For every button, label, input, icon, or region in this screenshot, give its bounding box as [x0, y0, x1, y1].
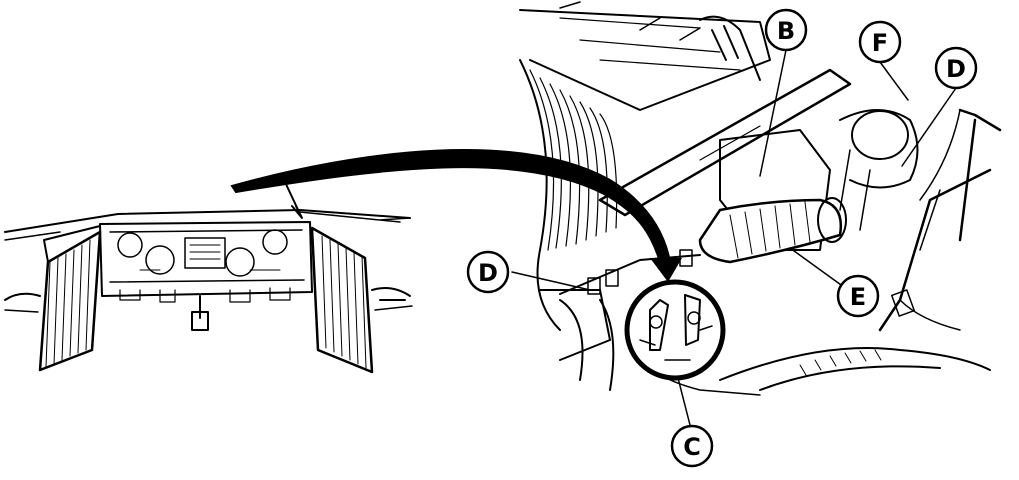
- callout-c-circle: [670, 424, 714, 468]
- callout-d-right-circle: [934, 46, 978, 90]
- callout-c-label: C: [683, 433, 701, 461]
- pointer-arrow: [230, 149, 682, 282]
- callout-b-circle: [764, 8, 808, 52]
- callout-d-right-label: D: [946, 55, 966, 83]
- callout-e: E: [836, 274, 880, 318]
- callout-b-label: B: [777, 17, 795, 45]
- callout-c: C: [670, 424, 714, 468]
- callout-f-circle: [858, 20, 902, 64]
- vehicle-overview: [4, 181, 413, 374]
- callout-d-left: D: [466, 250, 510, 294]
- callout-b: B: [764, 8, 808, 52]
- engine-detail-view: [519, 1, 1002, 396]
- callout-e-label: E: [850, 283, 866, 311]
- callout-d-left-label: D: [478, 259, 498, 287]
- callout-leaders: [511, 49, 957, 426]
- callout-f: F: [858, 20, 902, 64]
- callout-f-label: F: [872, 29, 888, 57]
- callout-d-left-circle: [466, 250, 510, 294]
- callout-d-right: D: [934, 46, 978, 90]
- callout-e-circle: [836, 274, 880, 318]
